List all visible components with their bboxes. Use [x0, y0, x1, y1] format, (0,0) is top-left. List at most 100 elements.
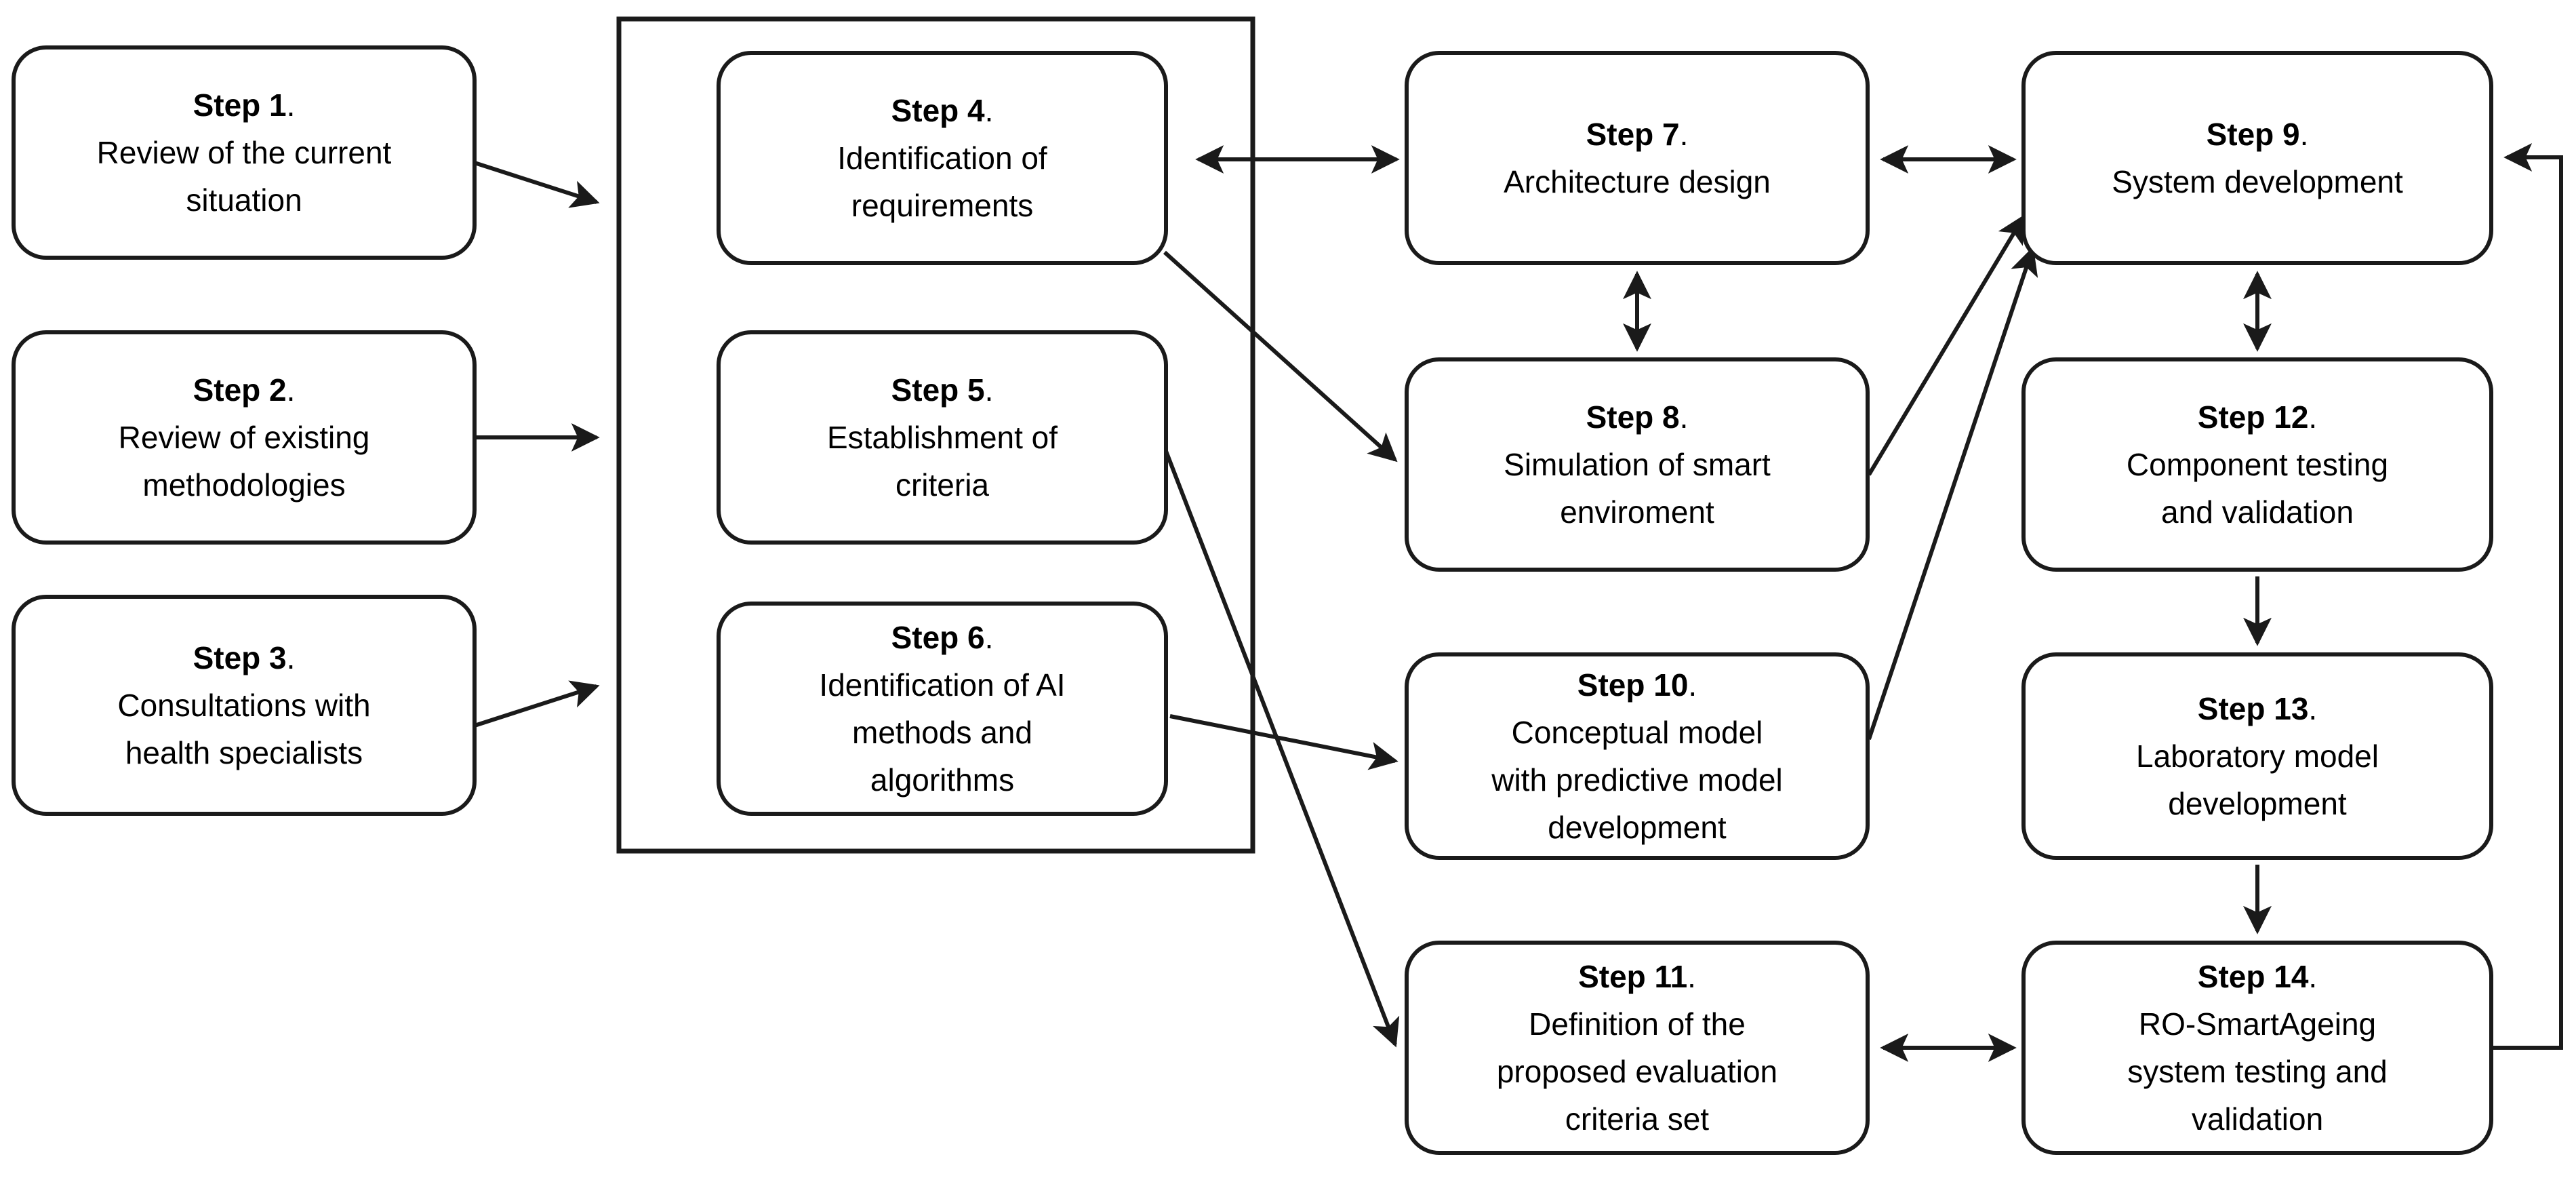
- node-step12[interactable]: Step 12. Component testing and validatio…: [2021, 357, 2493, 572]
- node-step2-line-1: methodologies: [142, 467, 345, 503]
- node-step7[interactable]: Step 7. Architecture design: [1405, 51, 1870, 265]
- node-step11-label: Step 11: [1578, 959, 1687, 994]
- node-step9-box[interactable]: [2021, 51, 2493, 265]
- svg-text:and validation: and validation: [2161, 494, 2354, 530]
- node-step7-label: Step 7: [1586, 117, 1680, 152]
- svg-text:Review of the current: Review of the current: [97, 135, 392, 170]
- svg-text:methodologies: methodologies: [142, 467, 345, 503]
- node-step5-box[interactable]: [717, 330, 1168, 545]
- node-step4[interactable]: Step 4. Identification of requirements: [717, 51, 1168, 265]
- node-step12-box[interactable]: [2021, 357, 2493, 572]
- node-step6-label: Step 6: [891, 620, 985, 655]
- node-step7-box[interactable]: [1405, 51, 1870, 265]
- node-step8-dot: .: [1680, 399, 1689, 435]
- svg-text:Step 10.: Step 10.: [1577, 667, 1697, 703]
- node-step6[interactable]: Step 6. Identification of AI methods and…: [717, 602, 1168, 816]
- node-step6-box[interactable]: [717, 602, 1168, 816]
- node-step3-label: Step 3: [193, 640, 287, 675]
- edge-step8-to-step9: [1867, 214, 2026, 476]
- node-step10-label: Step 10: [1577, 667, 1689, 703]
- node-step4-box[interactable]: [717, 51, 1168, 265]
- svg-text:criteria set: criteria set: [1565, 1101, 1709, 1137]
- svg-text:Consultations with: Consultations with: [117, 688, 370, 723]
- node-step12-line-1: and validation: [2161, 494, 2354, 530]
- node-step3-line-0: Consultations with: [117, 688, 370, 723]
- edge-step10-to-step9: [1867, 246, 2038, 740]
- node-step11-line-0: Definition of the: [1529, 1006, 1746, 1042]
- svg-text:Step 9.: Step 9.: [2207, 117, 2309, 152]
- node-step14-line-0: RO-SmartAgeing: [2139, 1006, 2376, 1042]
- node-step10[interactable]: Step 10. Conceptual model with predictiv…: [1405, 652, 1870, 860]
- node-step10-box[interactable]: [1405, 652, 1870, 860]
- group-frame-requirements: [616, 16, 1255, 854]
- node-step11[interactable]: Step 11. Definition of the proposed eval…: [1405, 941, 1870, 1155]
- node-step7-line-0: Architecture design: [1504, 164, 1771, 199]
- node-step13[interactable]: Step 13. Laboratory model development: [2021, 652, 2493, 860]
- node-step14[interactable]: Step 14. RO-SmartAgeing system testing a…: [2021, 941, 2493, 1155]
- node-step4-dot: .: [985, 93, 994, 128]
- svg-text:Step 13.: Step 13.: [2198, 691, 2317, 726]
- node-step3-box[interactable]: [12, 595, 477, 816]
- svg-text:enviroment: enviroment: [1560, 494, 1714, 530]
- node-step5-label: Step 5: [891, 372, 985, 408]
- node-step4-line-1: requirements: [851, 188, 1033, 223]
- svg-text:system testing and: system testing and: [2127, 1054, 2388, 1089]
- node-step1-box[interactable]: [12, 45, 477, 260]
- node-step10-line-0: Conceptual model: [1512, 715, 1763, 750]
- node-step1-line-0: Review of the current: [97, 135, 392, 170]
- edge-step3-to-group: [474, 680, 600, 728]
- node-step8-line-1: enviroment: [1560, 494, 1714, 530]
- node-step9-line-0: System development: [2112, 164, 2403, 199]
- svg-text:Step 4.: Step 4.: [891, 93, 994, 128]
- node-step8-line-0: Simulation of smart: [1504, 447, 1771, 482]
- svg-text:health specialists: health specialists: [125, 735, 363, 770]
- node-step1[interactable]: Step 1. Review of the current situation: [12, 45, 477, 260]
- svg-text:Identification of: Identification of: [837, 140, 1047, 176]
- node-step13-label: Step 13: [2198, 691, 2309, 726]
- node-step12-label: Step 12: [2198, 399, 2309, 435]
- edge-step5-to-step11: [1163, 446, 1400, 1048]
- svg-text:Laboratory model: Laboratory model: [2136, 739, 2379, 774]
- node-step6-dot: .: [985, 620, 994, 655]
- node-step13-box[interactable]: [2021, 652, 2493, 860]
- node-step3-line-1: health specialists: [125, 735, 363, 770]
- node-layer: Step 1. Review of the current situation …: [12, 45, 2493, 1155]
- svg-text:Simulation of smart: Simulation of smart: [1504, 447, 1771, 482]
- node-step2-label: Step 2: [193, 372, 287, 408]
- node-step2-dot: .: [287, 372, 296, 408]
- node-step8[interactable]: Step 8. Simulation of smart enviroment: [1405, 357, 1870, 572]
- node-step6-line-1: methods and: [852, 715, 1032, 750]
- svg-text:Establishment of: Establishment of: [827, 420, 1058, 455]
- svg-text:algorithms: algorithms: [870, 762, 1014, 798]
- node-step14-dot: .: [2308, 959, 2317, 994]
- node-step6-line-0: Identification of AI: [819, 667, 1065, 703]
- node-step12-dot: .: [2308, 399, 2317, 435]
- node-step2-line-0: Review of existing: [119, 420, 370, 455]
- svg-text:System development: System development: [2112, 164, 2403, 199]
- edge-layer: [474, 143, 2563, 1062]
- svg-text:Step 11.: Step 11.: [1578, 959, 1696, 994]
- node-step3[interactable]: Step 3. Consultations with health specia…: [12, 595, 477, 816]
- svg-text:Step 12.: Step 12.: [2198, 399, 2317, 435]
- node-step10-dot: .: [1688, 667, 1697, 703]
- svg-text:Conceptual model: Conceptual model: [1512, 715, 1763, 750]
- node-step2-box[interactable]: [12, 330, 477, 545]
- svg-text:Definition of the: Definition of the: [1529, 1006, 1746, 1042]
- node-step9-label: Step 9: [2207, 117, 2300, 152]
- svg-text:situation: situation: [186, 182, 302, 218]
- svg-text:Step 2.: Step 2.: [193, 372, 296, 408]
- node-step11-dot: .: [1687, 959, 1696, 994]
- svg-text:Step 14.: Step 14.: [2198, 959, 2317, 994]
- node-step2[interactable]: Step 2. Review of existing methodologies: [12, 330, 477, 545]
- node-step10-line-1: with predictive model: [1491, 762, 1783, 798]
- node-step9[interactable]: Step 9. System development: [2021, 51, 2493, 265]
- node-step9-dot: .: [2300, 117, 2309, 152]
- node-step8-box[interactable]: [1405, 357, 1870, 572]
- node-step12-line-0: Component testing: [2127, 447, 2388, 482]
- node-step5[interactable]: Step 5. Establishment of criteria: [717, 330, 1168, 545]
- node-step4-label: Step 4: [891, 93, 985, 128]
- node-step11-box[interactable]: [1405, 941, 1870, 1155]
- node-step3-dot: .: [287, 640, 296, 675]
- node-step14-box[interactable]: [2021, 941, 2493, 1155]
